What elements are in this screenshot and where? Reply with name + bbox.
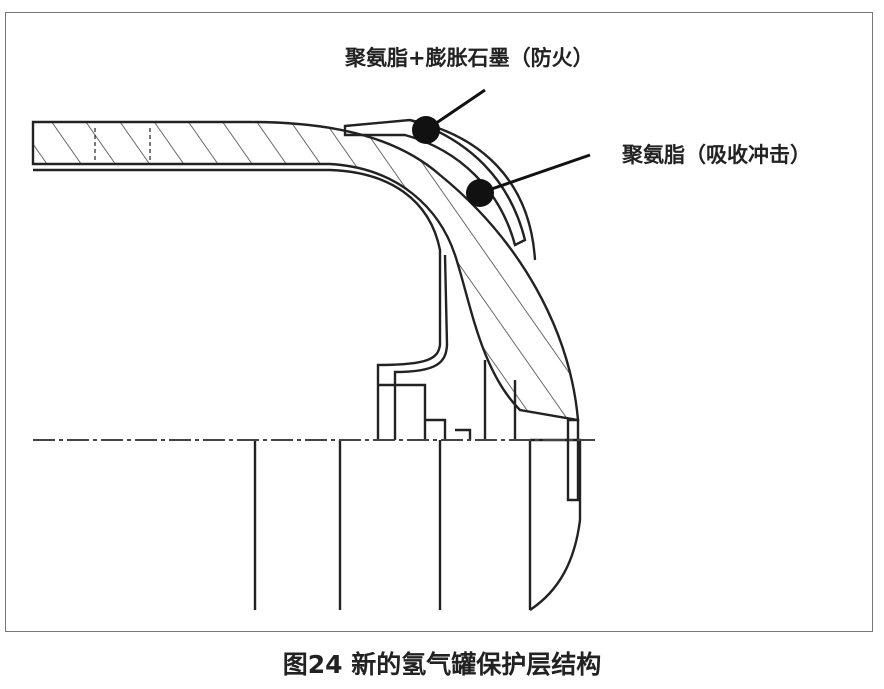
figure-caption: 图24 新的氢气罐保护层结构 [282,650,602,679]
leader-line-impact [479,153,591,195]
marker-fire [412,116,440,144]
marker-impact [466,179,494,207]
lower-block [253,438,582,611]
label-impact-layer: 聚氨脂（吸收冲击） [622,143,811,167]
tank-wall [33,168,442,440]
fire-layer [343,118,527,247]
figure-frame [5,12,873,632]
label-fire-layer: 聚氨脂+膨胀石墨（防火） [345,46,594,70]
impact-layer [31,120,580,422]
